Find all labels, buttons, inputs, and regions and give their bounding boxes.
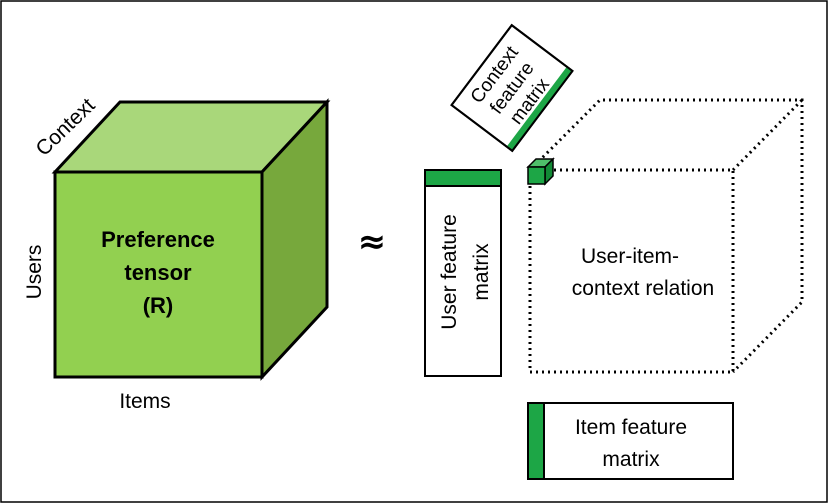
tensor-title-line-1: Preference (101, 227, 215, 252)
relation-cube-dotted (528, 98, 804, 374)
user-feature-matrix: User feature matrix (424, 169, 502, 377)
tensor-front-face (53, 170, 264, 379)
tensor-title-line-2: tensor (124, 260, 192, 285)
user-matrix-green-bar (424, 169, 502, 187)
tensor-title-line-3: (R) (143, 293, 174, 318)
preference-tensor-cube: Preference tensor (R) (51, 98, 331, 381)
item-matrix-line-2: matrix (602, 448, 660, 471)
item-feature-matrix: Item feature matrix (527, 402, 734, 480)
context-matrix-green-bar (506, 66, 573, 151)
item-matrix-green-bar (527, 402, 545, 480)
user-matrix-line-2: matrix (470, 243, 493, 301)
user-matrix-box (424, 169, 502, 377)
user-matrix-line-1: User feature (438, 214, 461, 330)
relation-line-2: context relation (572, 277, 714, 300)
item-matrix-line-1: Item feature (575, 416, 687, 439)
axis-label-users: Users (23, 245, 46, 300)
approx-symbol: ≈ (358, 222, 387, 262)
relation-cell-small-cube (526, 157, 555, 186)
relation-line-1: User-item- (581, 245, 679, 268)
axis-label-items: Items (119, 390, 170, 413)
